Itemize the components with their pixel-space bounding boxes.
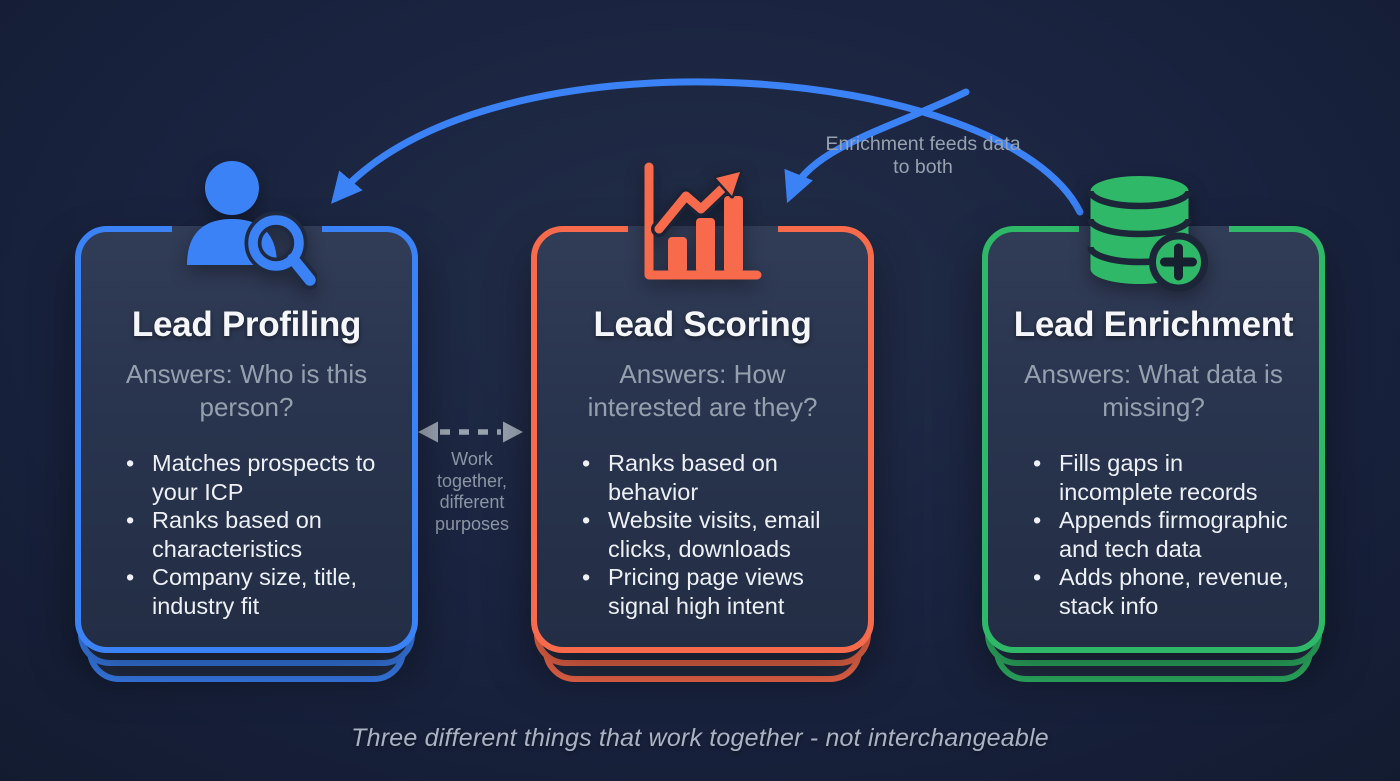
bullet-text: Ranks based on behavior bbox=[608, 450, 778, 505]
bullet-text: Website visits, email clicks, downloads bbox=[608, 507, 821, 562]
card-bullets: • Matches prospects to your ICP • Ranks ba… bbox=[81, 449, 412, 620]
bar-chart-trend-icon bbox=[638, 158, 768, 288]
card-title: Lead Profiling bbox=[131, 305, 362, 344]
bullet-text: Matches prospects to your ICP bbox=[152, 450, 376, 505]
card-body: Lead Scoring Answers: How interested are… bbox=[531, 162, 874, 653]
bullet-item: • Ranks based on behavior bbox=[582, 449, 850, 506]
card-subtitle: Answers: What data is missing? bbox=[1024, 359, 1283, 422]
bullet-item: • Appends firmographic and tech data bbox=[1033, 506, 1301, 563]
footer-caption: Three different things that work togethe… bbox=[351, 724, 1049, 752]
bullet-item: • Company size, title, industry fit bbox=[126, 563, 394, 620]
bullet-text: Adds phone, revenue, stack info bbox=[1059, 564, 1289, 619]
bullet-item: • Fills gaps in incomplete records bbox=[1033, 449, 1301, 506]
bullet-dot: • bbox=[126, 450, 135, 476]
bullet-text: Fills gaps in incomplete records bbox=[1059, 450, 1258, 505]
card-bullets: • Ranks based on behavior • Website visits… bbox=[537, 449, 868, 620]
bullet-text: Appends firmographic and tech data bbox=[1059, 507, 1288, 562]
bullet-dot: • bbox=[1033, 450, 1042, 476]
person-search-icon bbox=[177, 159, 317, 291]
bullet-dot: • bbox=[126, 564, 135, 590]
card-bullets: • Fills gaps in incomplete records • Appen… bbox=[988, 449, 1319, 620]
card-body: Lead Profiling Answers: Who is this pers… bbox=[75, 161, 418, 653]
card-title: Lead Scoring bbox=[593, 305, 812, 344]
bullet-item: • Ranks based on characteristics bbox=[126, 506, 394, 563]
bullet-item: • Website visits, email clicks, downloads bbox=[582, 506, 850, 563]
card-title: Lead Enrichment bbox=[1013, 305, 1294, 344]
bullet-dot: • bbox=[126, 507, 135, 533]
bullet-text: Company size, title, industry fit bbox=[152, 564, 358, 619]
bidirectional-dashed-arrow bbox=[418, 421, 523, 443]
bullet-dot: • bbox=[582, 507, 591, 533]
card-subtitle: Answers: Who is this person? bbox=[125, 359, 368, 422]
card-lead-enrichment: Lead Enrichment Answers: What data is mi… bbox=[982, 176, 1325, 682]
bullet-text: Pricing page views signal high intent bbox=[608, 564, 804, 619]
bullet-item: • Adds phone, revenue, stack info bbox=[1033, 563, 1301, 620]
card-lead-scoring: Lead Scoring Answers: How interested are… bbox=[531, 162, 874, 682]
bullet-dot: • bbox=[582, 564, 591, 590]
card-subtitle: Answers: How interested are they? bbox=[587, 359, 818, 422]
bullet-dot: • bbox=[1033, 564, 1042, 590]
bullet-text: Ranks based on characteristics bbox=[152, 507, 322, 562]
bullet-dot: • bbox=[1033, 507, 1042, 533]
bullet-dot: • bbox=[582, 450, 591, 476]
card-body: Lead Enrichment Answers: What data is mi… bbox=[982, 176, 1325, 653]
enrichment-arrow-label: Enrichment feeds data to both bbox=[825, 133, 1021, 178]
database-add-icon bbox=[1082, 169, 1217, 299]
card-lead-profiling: Lead Profiling Answers: Who is this pers… bbox=[75, 161, 418, 682]
bullet-item: • Matches prospects to your ICP bbox=[126, 449, 394, 506]
work-together-label: Work together, different purposes bbox=[434, 449, 510, 534]
bullet-item: • Pricing page views signal high intent bbox=[582, 563, 850, 620]
